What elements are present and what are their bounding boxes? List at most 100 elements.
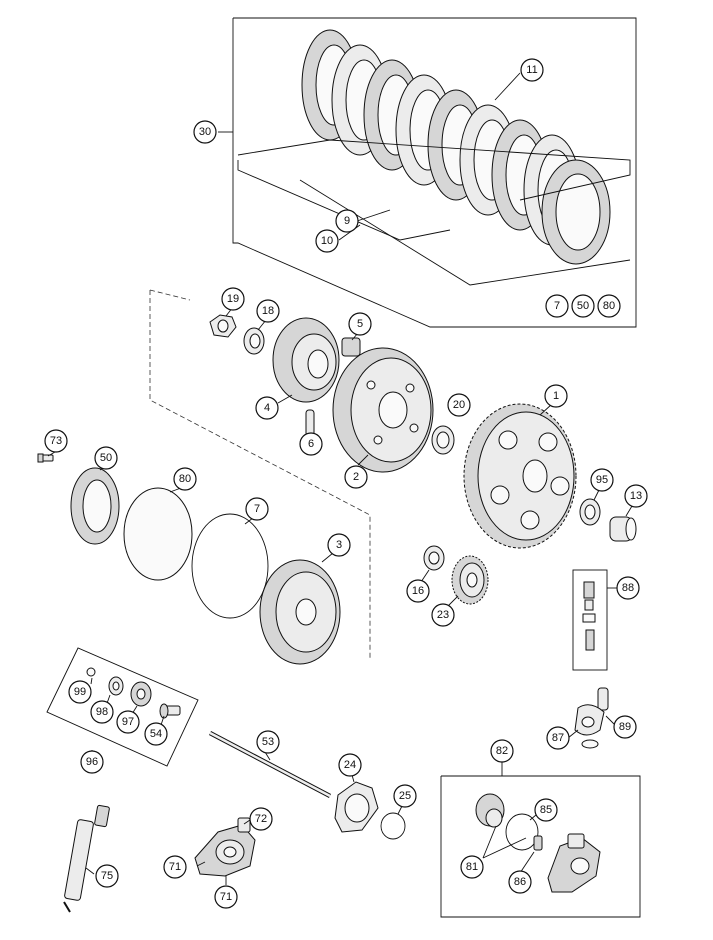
svg-text:7: 7 (554, 300, 560, 312)
plain-disc-part (123, 487, 193, 581)
svg-text:9: 9 (344, 215, 350, 227)
callout-23: 23 (431, 603, 455, 627)
svg-text:82: 82 (496, 745, 508, 757)
friction-disc-part (70, 465, 120, 545)
svg-text:10: 10 (321, 235, 333, 247)
svg-text:16: 16 (412, 585, 424, 597)
callout-75: 75 (95, 864, 119, 888)
clutch-hub-dashed-box (149, 289, 371, 660)
callout-labels: 30 11 9 10 7 50 80 19 18 5 4 6 2 20 1 95… (44, 58, 648, 909)
slave-cylinder-part (194, 817, 256, 885)
svg-text:86: 86 (514, 876, 526, 888)
svg-text:18: 18 (262, 305, 274, 317)
callout-80-bottom: 80 (173, 467, 197, 491)
primary-gear-part (447, 555, 489, 607)
svg-text:71: 71 (220, 891, 232, 903)
callout-98: 98 (90, 700, 114, 724)
callout-6: 6 (299, 432, 323, 456)
banjo-fitting-part (567, 687, 615, 749)
svg-text:98: 98 (96, 706, 108, 718)
svg-text:85: 85 (540, 804, 552, 816)
svg-text:11: 11 (526, 64, 537, 76)
callout-11: 11 (520, 58, 544, 82)
sleeve-part (579, 487, 601, 526)
inner-hub-part (332, 347, 434, 473)
callout-95: 95 (590, 468, 614, 492)
callout-80-top: 80 (597, 294, 621, 318)
callout-96: 96 (80, 750, 104, 774)
svg-text:3: 3 (336, 539, 342, 551)
svg-text:96: 96 (86, 756, 98, 768)
clutch-plates (237, 29, 631, 286)
svg-text:50: 50 (100, 452, 112, 464)
svg-text:75: 75 (101, 870, 113, 882)
svg-text:20: 20 (453, 399, 465, 411)
svg-text:25: 25 (399, 790, 411, 802)
callout-13: 13 (624, 484, 648, 508)
callout-99: 99 (68, 680, 92, 704)
callout-81: 81 (460, 855, 484, 879)
callout-71-bottom: 71 (214, 885, 238, 909)
svg-text:6: 6 (308, 438, 314, 450)
svg-text:99: 99 (74, 686, 86, 698)
callout-19: 19 (221, 287, 245, 311)
callout-16: 16 (406, 579, 430, 603)
gasket-part (334, 774, 379, 833)
svg-text:87: 87 (552, 732, 564, 744)
svg-text:80: 80 (179, 473, 191, 485)
svg-text:95: 95 (596, 474, 608, 486)
callout-50-bottom: 50 (94, 446, 118, 470)
callout-87: 87 (546, 726, 570, 750)
bleeder-box (572, 569, 617, 671)
svg-text:72: 72 (255, 813, 267, 825)
svg-text:97: 97 (122, 716, 134, 728)
callout-20: 20 (447, 393, 471, 417)
callout-82: 82 (490, 739, 514, 763)
callout-86: 86 (508, 870, 532, 894)
svg-text:5: 5 (357, 318, 363, 330)
svg-text:80: 80 (603, 300, 615, 312)
callout-50-top: 50 (571, 294, 595, 318)
callout-9: 9 (335, 209, 359, 233)
callout-4: 4 (255, 396, 279, 420)
svg-text:89: 89 (619, 721, 631, 733)
callout-1: 1 (544, 384, 568, 408)
callout-30: 30 (193, 120, 217, 144)
bearing-kit-box (46, 647, 199, 767)
pressure-cap-part (272, 317, 340, 404)
wire-ring-part (191, 513, 269, 619)
callout-2: 2 (344, 465, 368, 489)
svg-text:73: 73 (50, 435, 62, 447)
lock-washer-part (243, 319, 267, 355)
bolt-part (37, 451, 56, 463)
svg-text:23: 23 (437, 609, 449, 621)
callout-54: 54 (144, 722, 168, 746)
callout-89: 89 (613, 715, 637, 739)
svg-text:13: 13 (630, 490, 642, 502)
svg-text:4: 4 (264, 402, 270, 414)
svg-text:30: 30 (199, 126, 211, 138)
svg-text:50: 50 (577, 300, 589, 312)
callout-53: 53 (256, 730, 280, 754)
gear-nut-part (420, 545, 445, 583)
callout-7-top: 7 (545, 294, 569, 318)
callout-25: 25 (393, 784, 417, 808)
svg-text:81: 81 (466, 861, 478, 873)
callout-73: 73 (44, 429, 68, 453)
repair-kit-box (440, 762, 641, 918)
callout-5: 5 (348, 312, 372, 336)
pressure-plate-part (259, 552, 341, 665)
syringe-part (63, 804, 110, 913)
nut-part (209, 306, 237, 338)
svg-text:2: 2 (353, 471, 359, 483)
pin-part (305, 409, 315, 437)
o-ring-part (380, 805, 406, 840)
callout-24: 24 (338, 753, 362, 777)
svg-text:53: 53 (262, 736, 274, 748)
svg-text:54: 54 (150, 728, 162, 740)
clutch-basket-part (463, 403, 577, 549)
callout-88: 88 (616, 576, 640, 600)
callout-10: 10 (315, 229, 339, 253)
